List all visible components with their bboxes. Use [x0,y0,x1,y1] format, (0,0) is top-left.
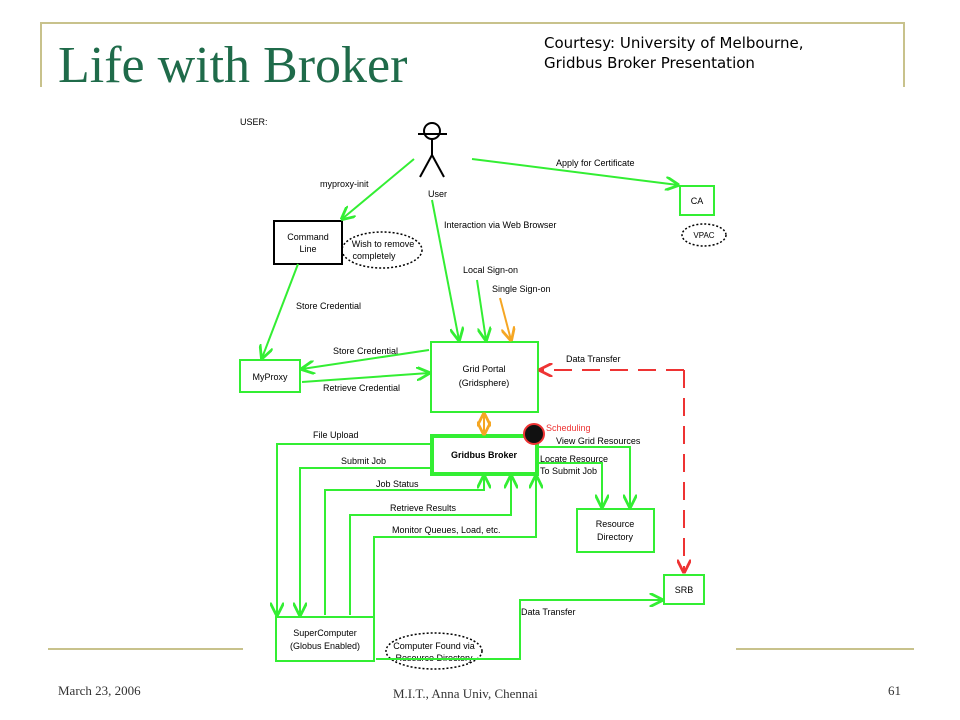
resource-directory-label-1: Resource [596,519,635,529]
label-view-grid: View Grid Resources [556,436,641,446]
label-locate-resource-2: To Submit Job [540,466,597,476]
edge-web-browser [431,199,459,340]
wish-note [341,231,423,269]
courtesy-line-2: Gridbus Broker Presentation [544,54,755,72]
edge-store-credential-1 [262,263,299,358]
grid-portal-label-2: (Gridsphere) [459,378,510,388]
label-store-credential-1: Store Credential [296,301,361,311]
vpac-label: VPAC [693,231,714,240]
edge-job-status [324,476,484,615]
edge-view-grid [537,446,630,507]
user-section-label: USER: [240,117,268,127]
footer-page-number: 61 [888,683,901,698]
edge-locate-resource [537,462,602,507]
label-myproxy-init: myproxy-init [320,179,369,189]
ca-label: CA [691,196,704,206]
edge-apply-cert [471,158,678,185]
edge-retrieve-results [349,476,511,615]
footer-line-right [736,648,914,650]
command-line-label-2: Line [299,244,316,254]
edge-retrieve-credential [301,373,429,383]
computer-found-note [385,632,483,670]
wish-label-1: Wish to remove [352,239,415,249]
slide-title: Life with Broker [58,37,408,94]
vpac-note [681,223,727,247]
command-line-label-1: Command [287,232,329,242]
command-line-node [273,220,343,265]
label-file-upload: File Upload [313,430,359,440]
srb-node [663,574,705,605]
label-locate-resource-1: Locate Resource [540,454,608,464]
edge-store-credential-2 [302,349,430,369]
scheduling-icon [523,423,545,445]
user-actor-icon [418,122,447,178]
user-actor-label: User [428,189,447,199]
grid-portal-node [430,341,539,413]
grid-portal-label-1: Grid Portal [462,364,505,374]
resource-directory-node [576,508,655,553]
edge-myproxy-init [342,158,415,219]
supercomputer-label-1: SuperComputer [293,628,357,638]
label-web-browser: Interaction via Web Browser [444,220,556,230]
label-apply-cert: Apply for Certificate [556,158,635,168]
supercomputer-node [275,616,375,662]
edge-data-transfer-2 [376,600,662,660]
footer-line-left [48,648,243,650]
scheduling-label: Scheduling [546,423,591,433]
label-retrieve-credential: Retrieve Credential [323,383,400,393]
label-local-signon: Local Sign-on [463,265,518,275]
label-retrieve-results: Retrieve Results [390,503,457,513]
supercomputer-label-2: (Globus Enabled) [290,641,360,651]
ca-node [679,185,715,216]
footer-center: M.I.T., Anna Univ, Chennai [393,686,538,701]
label-job-status: Job Status [376,479,419,489]
label-single-signon: Single Sign-on [492,284,551,294]
computer-found-label-1: Computer Found via [393,641,475,651]
edge-file-upload [277,443,430,615]
label-monitor-queues: Monitor Queues, Load, etc. [392,525,501,535]
edge-local-signon [476,279,486,340]
edge-monitor-queues [373,476,536,630]
frame-top-line [40,22,905,24]
srb-label: SRB [675,585,694,595]
myproxy-label: MyProxy [252,372,288,382]
gridbus-broker-node [430,434,539,476]
label-submit-job: Submit Job [341,456,386,466]
edge-submit-job [300,467,430,615]
footer-date: March 23, 2006 [58,683,141,698]
frame-left-line [40,22,42,87]
label-data-transfer-2: Data Transfer [521,607,576,617]
wish-label-2: completely [352,251,396,261]
edge-single-signon [499,297,511,340]
label-data-transfer-1: Data Transfer [566,354,621,364]
label-store-credential-2: Store Credential [333,346,398,356]
courtesy-line-1: Courtesy: University of Melbourne, [544,34,804,52]
frame-right-line [903,22,905,87]
gridbus-broker-label: Gridbus Broker [451,450,518,460]
resource-directory-label-2: Directory [597,532,634,542]
courtesy-note: Courtesy: University of Melbourne, Gridb… [544,33,803,73]
